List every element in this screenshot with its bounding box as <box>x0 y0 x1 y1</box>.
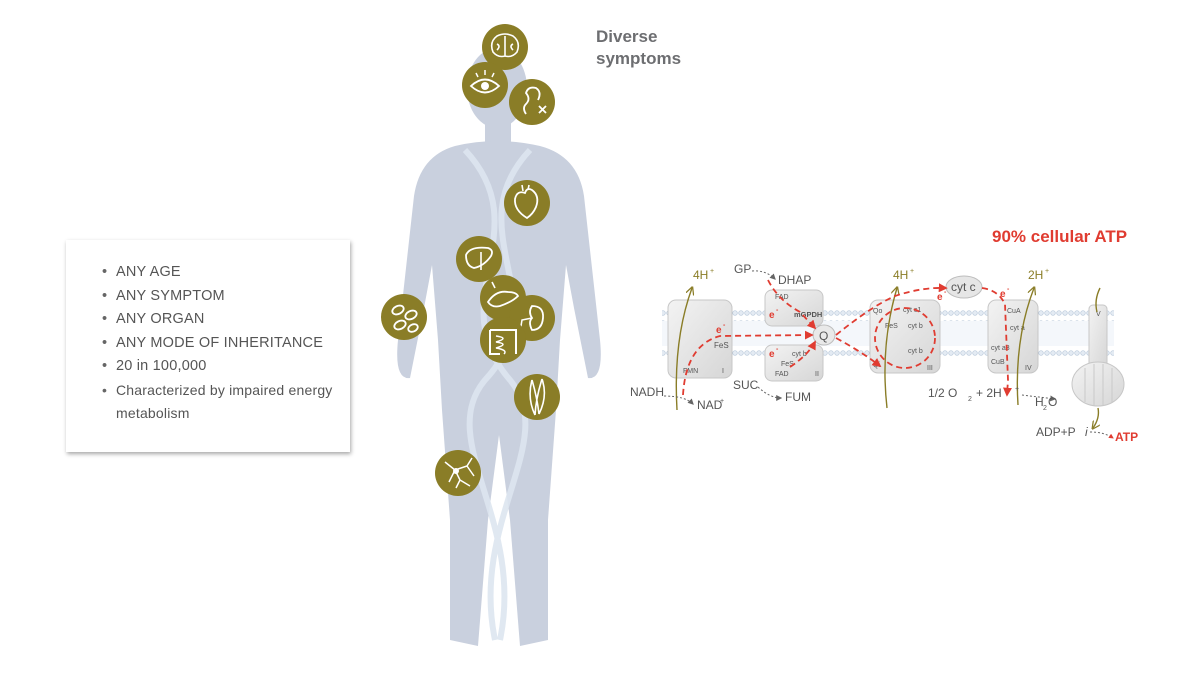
atp-title: 90% cellular ATP <box>992 227 1128 246</box>
complex-iv-cua: CuA <box>1007 308 1021 315</box>
complex-ii-fes: FeS <box>781 361 794 368</box>
svg-text:-: - <box>776 307 779 314</box>
complex-i: FeS FMN I 4H + NADH NAD + <box>630 268 733 412</box>
mgpdh-fad: FAD <box>775 294 789 301</box>
complex-iv-proton-sup: + <box>1045 268 1049 275</box>
electron-label-5: e <box>1000 289 1006 300</box>
eye-icon <box>462 62 508 108</box>
electron-label-1: e <box>716 325 722 336</box>
complex-iii-fes: FeS <box>885 323 898 330</box>
info-item-symptom: ANY SYMPTOM <box>102 285 350 309</box>
cyt-c-label: cyt c <box>951 280 976 294</box>
complex-i-label-fes: FeS <box>714 341 729 350</box>
complex-iv-cub: CuB <box>991 359 1005 366</box>
h2o-subscript: 2 <box>1043 405 1047 412</box>
adp-pi-italic: i <box>1085 425 1088 439</box>
complex-ii-fad: FAD <box>775 371 789 378</box>
h2o-tail: O <box>1048 395 1057 409</box>
electron-label-2: e <box>769 310 775 321</box>
info-item-description: Characterized by impaired energy metabol… <box>102 379 350 426</box>
dhap-label: DHAP <box>778 273 811 287</box>
adp-label: ADP+P <box>1036 425 1076 439</box>
complex-ii: cyt b FeS FAD II SUC FUM <box>733 344 824 404</box>
complex-ii-cytb: cyt b <box>792 351 807 358</box>
mgpdh-label: mGPDH <box>794 310 822 319</box>
complex-iv-proton: 2H <box>1028 268 1043 282</box>
brain-icon <box>482 24 528 70</box>
complex-ii-roman: II <box>815 371 819 378</box>
info-item-organ: ANY ORGAN <box>102 308 350 332</box>
q-label: Q <box>819 329 828 343</box>
nadh-label: NADH <box>630 385 664 399</box>
ear-icon <box>509 79 555 125</box>
cyt-c: cyt c <box>945 275 983 299</box>
electron-label-4: e <box>937 292 943 303</box>
svg-text:-: - <box>776 346 779 353</box>
complex-v-roman: V <box>1096 311 1101 318</box>
muscle-icon <box>514 374 560 420</box>
complex-i-label-fmn: FMN <box>683 368 698 375</box>
nad-label: NAD <box>697 398 723 412</box>
fum-label: FUM <box>785 390 811 404</box>
complex-iii: Qo cyt c1 FeS cyt b cyt b Qi III 4H + <box>869 268 941 409</box>
info-item-age: ANY AGE <box>102 261 350 285</box>
electron-minus-signs: - - - - - <box>723 286 1010 353</box>
neuron-icon <box>435 450 481 496</box>
info-item-prevalence: 20 in 100,000 <box>102 355 350 379</box>
dna-helix <box>462 147 533 641</box>
electron-label-3: e <box>769 349 775 360</box>
info-box: ANY AGE ANY SYMPTOM ANY ORGAN ANY MODE O… <box>66 240 350 452</box>
complex-i-proton: 4H <box>693 268 708 282</box>
o2-reaction-left: 1/2 O <box>928 386 957 400</box>
svg-text:-: - <box>944 289 947 296</box>
complex-iii-proton-sup: + <box>910 268 914 275</box>
complex-iii-cytb2: cyt b <box>908 348 923 355</box>
mgpdh: FAD mGPDH GP DHAP <box>734 262 824 327</box>
atp-product: ATP <box>1115 430 1138 444</box>
complex-iii-qo: Qo <box>873 308 882 315</box>
h-plus-sup: + <box>1015 386 1019 393</box>
complex-v-atp-synthase: V ADP+P i ATP <box>1036 287 1138 444</box>
h2o-label: H <box>1035 395 1044 409</box>
suc-label: SUC <box>733 378 759 392</box>
o2-subscript: 2 <box>968 396 972 403</box>
info-item-inheritance: ANY MODE OF INHERITANCE <box>102 332 350 356</box>
cells-icon <box>381 294 427 340</box>
complex-iv-cyta: cyt a <box>1010 325 1025 332</box>
info-list: ANY AGE ANY SYMPTOM ANY ORGAN ANY MODE O… <box>66 240 350 426</box>
diverse-line-1: Diverse <box>596 27 658 46</box>
complex-iv-cyta3: cyt a3 <box>991 345 1010 352</box>
diverse-line-2: symptoms <box>596 49 682 68</box>
intestine-icon <box>480 317 526 363</box>
electron-flow <box>682 279 1012 397</box>
diverse-symptoms-title: Diverse symptoms <box>596 26 716 70</box>
complex-iv-roman: IV <box>1025 365 1032 372</box>
electron-labels: e e e e e <box>716 289 1006 360</box>
svg-text:-: - <box>1007 286 1010 293</box>
complex-iii-proton: 4H <box>893 268 908 282</box>
q-ubiquinone: Q <box>812 324 836 346</box>
complex-i-roman: I <box>722 368 724 375</box>
gp-label: GP <box>734 262 751 276</box>
nad-sup: + <box>720 398 724 405</box>
heart-icon <box>504 180 550 226</box>
complex-i-proton-sup: + <box>710 268 714 275</box>
complex-iii-cytc1: cyt c1 <box>903 307 921 314</box>
complex-iii-cytb1: cyt b <box>908 323 923 330</box>
complex-iii-roman: III <box>927 365 933 372</box>
complex-iv: CuA cyt a cyt a3 CuB IV 2H + 1/2 O 2 + 2… <box>928 268 1057 412</box>
o2-reaction-right: + 2H <box>976 386 1002 400</box>
svg-text:-: - <box>723 322 726 329</box>
liver-icon <box>456 236 502 282</box>
